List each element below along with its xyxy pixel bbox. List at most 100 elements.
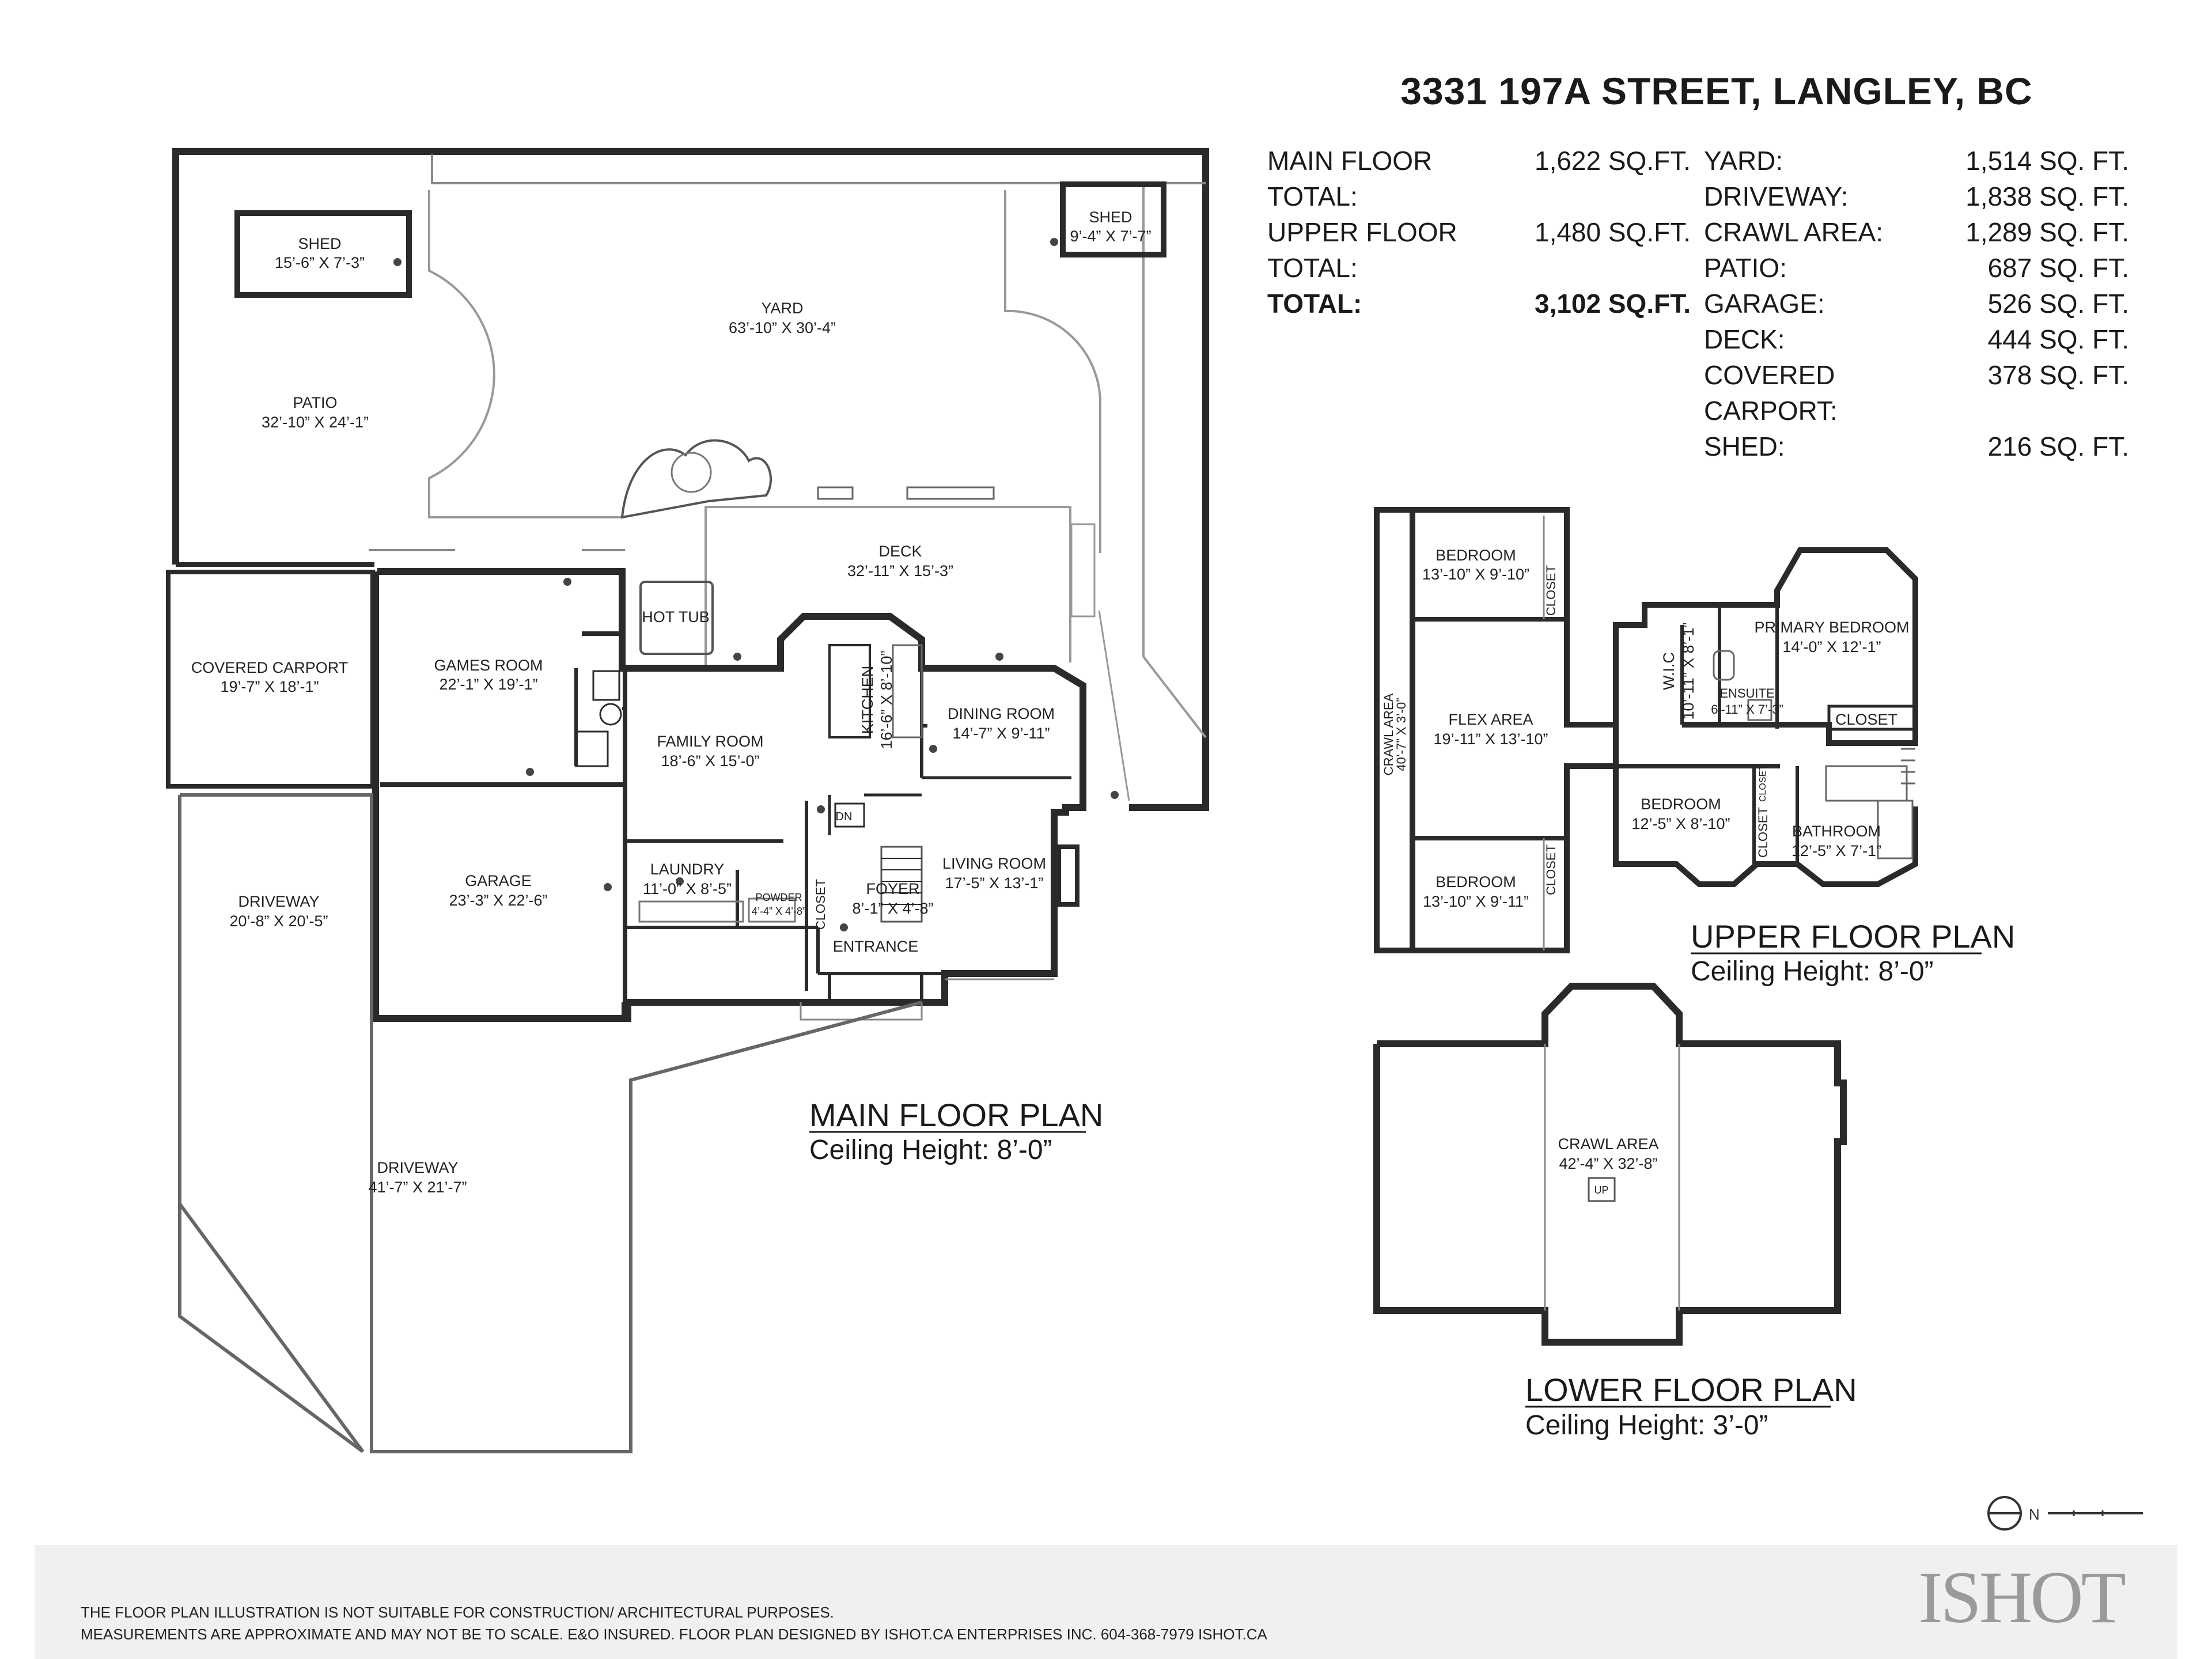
area-value: 526 SQ. FT. bbox=[1987, 289, 2129, 319]
room-dim: 63’-10” X 30’-4” bbox=[729, 319, 836, 336]
area-row: PATIO: 687 SQ. FT. bbox=[1704, 250, 2129, 286]
yard-boundary bbox=[172, 148, 1209, 811]
lower-plan-title-text: LOWER FLOOR PLAN bbox=[1525, 1372, 1857, 1408]
room-dim: 14’-7” X 9’-11” bbox=[952, 725, 1050, 742]
area-value: 1,289 SQ. FT. bbox=[1965, 217, 2129, 247]
room-label: SHED bbox=[298, 235, 341, 252]
upper-left-block bbox=[1412, 507, 1619, 953]
room-dim: 18’-6” X 15’-0” bbox=[661, 752, 759, 770]
room-label: CLOSET bbox=[1758, 765, 1768, 802]
room-dim: 16’-6” X 8’-10” bbox=[878, 650, 895, 749]
area-row: DECK:444 SQ. FT. bbox=[1704, 321, 2129, 357]
room-label: COVERED CARPORT bbox=[191, 659, 349, 676]
area-value: 444 SQ. FT. bbox=[1987, 324, 2129, 354]
lower-floor-walls bbox=[1373, 983, 1847, 1346]
room-dim: 17’-5” X 13’-1” bbox=[945, 874, 1043, 892]
room-label: POWDER bbox=[756, 892, 802, 903]
area-label: DRIVEWAY: bbox=[1704, 181, 1849, 211]
floor-total-value: 1,622 SQ.FT. bbox=[1534, 146, 1691, 176]
garage-walls bbox=[372, 786, 628, 1022]
main-house-walls bbox=[372, 568, 1086, 1022]
area-row: GARAGE:526 SQ. FT. bbox=[1704, 286, 2129, 321]
area-value: 216 SQ. FT. bbox=[1987, 431, 2129, 461]
compass-label: N bbox=[2029, 1506, 2040, 1523]
room-dim: 42’-4” X 32’-8” bbox=[1559, 1155, 1657, 1172]
floor-total-value: 3,102 SQ.FT. bbox=[1534, 289, 1691, 319]
room-dim: 8’-1” X 4’-8” bbox=[852, 900, 933, 917]
room-label: PATIO bbox=[293, 394, 337, 411]
floor-total-label: MAIN FLOOR TOTAL: bbox=[1267, 146, 1433, 211]
room-dim: 23’-3” X 22’-6” bbox=[449, 892, 547, 909]
floor-total-row: MAIN FLOOR TOTAL: 1,622 SQ.FT. bbox=[1267, 143, 1691, 214]
room-dim: 9’-4” X 7’-7” bbox=[1070, 228, 1151, 245]
area-label: CRAWL AREA: bbox=[1704, 217, 1883, 247]
room-dim: 12’-5” X 8’-10” bbox=[1631, 815, 1730, 832]
room-label: GARAGE bbox=[465, 872, 532, 889]
room-label: BEDROOM bbox=[1435, 547, 1516, 564]
area-row: DRIVEWAY:1,838 SQ. FT. bbox=[1704, 179, 2129, 214]
lower-plan-ceiling: Ceiling Height: 3’-0” bbox=[1525, 1410, 1768, 1441]
main-plan-title-text: MAIN FLOOR PLAN bbox=[809, 1097, 1103, 1133]
room-label: CLOSET bbox=[1544, 844, 1558, 895]
ishot-logo: ISHOT bbox=[1918, 1556, 2126, 1638]
room-label: PRIMARY BEDROOM bbox=[1754, 619, 1909, 636]
room-label: GAMES ROOM bbox=[434, 657, 543, 674]
patio-curve bbox=[428, 190, 622, 518]
area-value: 1,514 SQ. FT. bbox=[1965, 146, 2129, 176]
room-dim: 13’-10” X 9’-11” bbox=[1423, 893, 1529, 910]
floor-total-value: 1,480 SQ.FT. bbox=[1534, 217, 1691, 247]
room-label: DN bbox=[836, 810, 853, 823]
room-dim: 32’-11” X 15’-3” bbox=[847, 562, 953, 579]
area-label: SHED: bbox=[1704, 431, 1785, 461]
area-row: SHED: 216 SQ. FT. bbox=[1704, 429, 2129, 464]
room-dim: 13’-10” X 9’-10” bbox=[1422, 566, 1529, 583]
disclaimer-line: MEASUREMENTS ARE APPROXIMATE AND MAY NOT… bbox=[81, 1626, 1267, 1643]
area-row: YARD: 1,514 SQ. FT. bbox=[1704, 143, 2129, 179]
main-plan-ceiling: Ceiling Height: 8’-0” bbox=[809, 1135, 1052, 1165]
room-label: DINING ROOM bbox=[948, 705, 1055, 722]
room-label: ENSUITE bbox=[1719, 686, 1774, 700]
hot-tub bbox=[639, 581, 714, 655]
area-value: 687 SQ. FT. bbox=[1987, 253, 2129, 283]
room-dim: 15’-6” X 7’-3” bbox=[275, 254, 365, 271]
room-dim: 6’-11” X 7’-3” bbox=[1711, 702, 1783, 717]
room-label: CRAWL AREA bbox=[1558, 1135, 1658, 1153]
room-label: CLOSET bbox=[813, 879, 828, 930]
footer-band bbox=[35, 1545, 2177, 1659]
area-label: COVERED CARPORT: bbox=[1704, 360, 1838, 426]
room-label: LIVING ROOM bbox=[942, 855, 1046, 872]
area-label: PATIO: bbox=[1704, 253, 1787, 283]
room-label: DECK bbox=[878, 543, 922, 560]
main-plan-title: MAIN FLOOR PLAN Ceiling Height: 8’-0” bbox=[809, 1097, 1103, 1165]
north-compass-icon: N bbox=[1987, 1496, 2143, 1531]
room-dim: 11’-0” X 8’-5” bbox=[643, 880, 732, 897]
floor-totals: MAIN FLOOR TOTAL:1,622 SQ.FT. UPPER FLOO… bbox=[1267, 143, 1691, 321]
lower-plan-title: LOWER FLOOR PLAN Ceiling Height: 3’-0” bbox=[1525, 1372, 1857, 1441]
room-label: BEDROOM bbox=[1435, 873, 1516, 891]
area-value: 378 SQ. FT. bbox=[1987, 360, 2129, 390]
area-label: YARD: bbox=[1704, 146, 1783, 176]
area-row: CRAWL AREA: 1,289 SQ. FT. bbox=[1704, 214, 2129, 250]
room-label: SHED bbox=[1089, 209, 1132, 226]
disclaimer: THE FLOOR PLAN ILLUSTRATION IS NOT SUITA… bbox=[81, 1601, 1267, 1645]
room-label: CLOSET bbox=[1835, 711, 1897, 728]
disclaimer-line: THE FLOOR PLAN ILLUSTRATION IS NOT SUITA… bbox=[81, 1604, 834, 1621]
shed-left bbox=[234, 210, 412, 298]
room-label: CLOSET bbox=[1756, 807, 1770, 858]
upper-plan-title: UPPER FLOOR PLAN Ceiling Height: 8’-0” bbox=[1691, 918, 2015, 987]
room-dim: 32’-10” X 24’-1” bbox=[262, 414, 369, 431]
room-label: FOYER bbox=[866, 880, 919, 897]
other-areas: YARD: 1,514 SQ. FT. DRIVEWAY:1,838 SQ. FT… bbox=[1704, 143, 2129, 464]
room-dim: 19’-11” X 13’-10” bbox=[1433, 730, 1548, 748]
room-label: CRAWL AREA bbox=[1381, 693, 1396, 775]
area-row: COVERED CARPORT: 378 SQ. FT. bbox=[1704, 357, 2129, 429]
shed-right bbox=[1060, 181, 1166, 257]
room-dim: 40’-7” X 3’-0” bbox=[1394, 698, 1408, 771]
room-label: HOT TUB bbox=[642, 608, 710, 626]
room-dim: 19’-7” X 18’-1” bbox=[220, 678, 319, 695]
room-label: BATHROOM bbox=[1792, 823, 1881, 840]
room-label: FAMILY ROOM bbox=[657, 733, 763, 750]
room-label: BEDROOM bbox=[1641, 796, 1721, 813]
room-label: W.I.C bbox=[1660, 652, 1677, 690]
room-dim: 12’-5” X 7’-1” bbox=[1791, 842, 1881, 859]
